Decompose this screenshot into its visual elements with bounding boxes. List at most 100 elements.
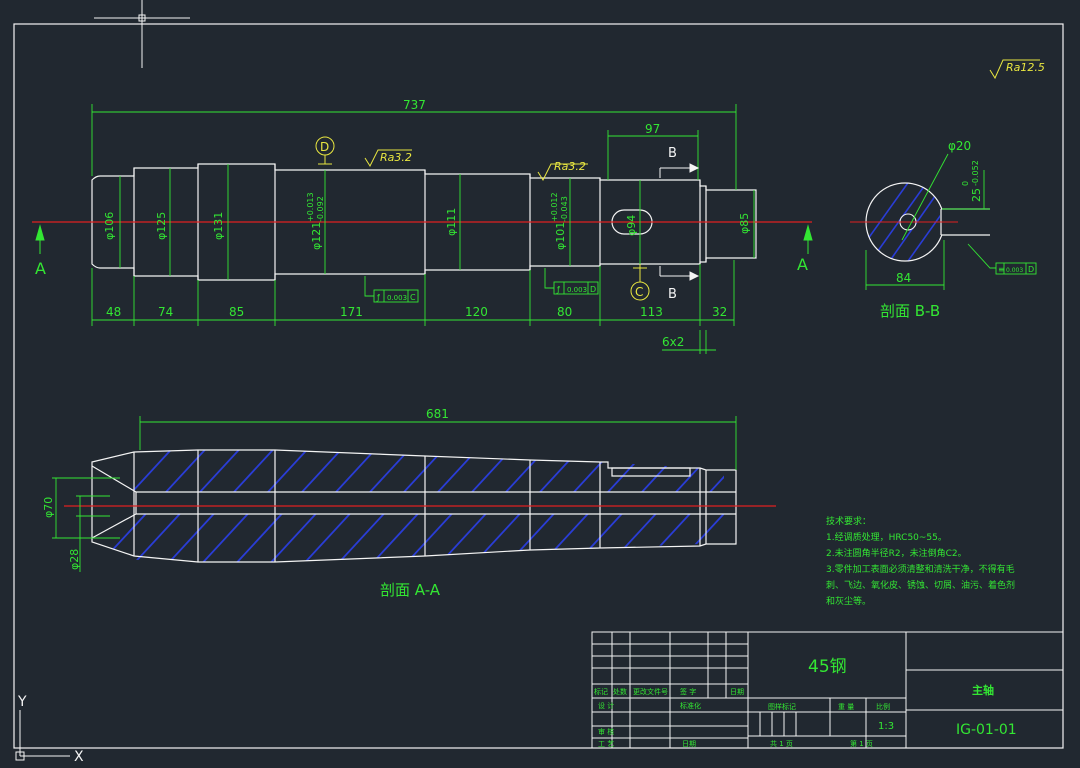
tb-change-doc: 更改文件号 xyxy=(633,687,668,696)
main-dimension-lines xyxy=(91,104,755,354)
dia-125: φ125 xyxy=(155,212,168,240)
ucs-x-label: X xyxy=(74,749,84,765)
tol-121-lower: -0.092 xyxy=(316,196,325,222)
section-bb-view: φ20 84 25 0 -0.052 ≡ 0.003 D 剖面 B-B xyxy=(850,139,1037,320)
roughness-left-label: Ra3.2 xyxy=(380,151,412,164)
tol1-value: 0.003 xyxy=(387,294,407,302)
hatch-line xyxy=(263,450,385,562)
ucs-y-label: Y xyxy=(17,694,27,710)
title-block-text: 标记 处数 更改文件号 签 字 日期 设 计 标准化 审 核 工 艺 日期 图样… xyxy=(594,657,1017,748)
tb-part-name: 主轴 xyxy=(972,683,994,697)
dim-seg-113: 113 xyxy=(640,305,663,319)
dia-94: φ94 xyxy=(625,215,638,236)
dim-seg-48: 48 xyxy=(106,305,121,319)
datum-d-symbol xyxy=(315,136,335,165)
dim-seg-80: 80 xyxy=(557,305,572,319)
hatch-line xyxy=(705,450,724,562)
tb-sign: 签 字 xyxy=(680,687,696,696)
general-roughness-symbol: Ra12.5 xyxy=(989,59,1045,80)
hatch-line xyxy=(671,450,724,562)
dia-121: φ121 xyxy=(310,222,323,250)
section-aa-view: 681 φ70 φ28 剖面 A-A xyxy=(42,407,776,599)
tol3-symbol: ≡ xyxy=(998,265,1005,274)
hatch-line xyxy=(569,450,691,562)
bb-depth-25: 25 xyxy=(970,188,983,202)
tb-count: 处数 xyxy=(613,687,627,696)
bb-depth-tol-lower: -0.052 xyxy=(971,160,980,186)
hatch-line xyxy=(229,450,351,562)
notes-line-5: 和灰尘等。 xyxy=(826,595,871,607)
tol2-symbol: ƒ xyxy=(556,285,560,294)
main-dimension-text: 737 97 48 74 85 171 120 80 113 32 6x2 xyxy=(106,98,727,349)
section-a-left-arrow xyxy=(35,224,45,254)
section-a-right-label: A xyxy=(797,255,808,274)
tb-sheet: 第 1 页 xyxy=(850,739,873,748)
tol3-datum: D xyxy=(1028,265,1034,274)
dia-111: φ111 xyxy=(445,208,458,236)
tol2-datum: D xyxy=(590,285,596,294)
section-b-top-marker xyxy=(659,163,700,178)
drawing-border xyxy=(13,23,1064,749)
tb-sheets: 共 1 页 xyxy=(770,739,793,748)
aa-length-681: 681 xyxy=(426,407,449,421)
tb-stage-mark: 图样标记 xyxy=(768,702,796,711)
dim-seg-120: 120 xyxy=(465,305,488,319)
hatch-line xyxy=(637,450,724,562)
section-aa-title: 剖面 A-A xyxy=(380,581,441,599)
tb-date2: 日期 xyxy=(682,740,696,748)
tol-101-lower: -0.043 xyxy=(560,196,569,222)
tb-standard: 标准化 xyxy=(680,701,701,710)
dim-overall-737: 737 xyxy=(403,98,426,112)
notes-line-2: 2.未注圆角半径R2，未注倒角C2。 xyxy=(826,547,967,559)
general-roughness-label: Ra12.5 xyxy=(1006,61,1045,74)
tb-design: 设 计 xyxy=(598,701,614,710)
roughness-left-symbol: Ra3.2 xyxy=(364,149,412,168)
hatch-line xyxy=(535,450,657,562)
dim-seg-74: 74 xyxy=(158,305,173,319)
bb-width-84: 84 xyxy=(896,271,911,285)
dia-106: φ106 xyxy=(103,212,116,240)
hatch-line xyxy=(365,450,487,562)
crosshair-cursor xyxy=(94,0,190,68)
datum-d-label: D xyxy=(320,140,329,154)
section-a-left-label: A xyxy=(35,259,46,278)
dim-seg-32: 32 xyxy=(712,305,727,319)
notes-line-3: 3.零件加工表面必须清整和清洗干净，不得有毛 xyxy=(826,563,1015,575)
notes-line-1: 1.经调质处理，HRC50~55。 xyxy=(826,531,947,543)
dim-seg-171: 171 xyxy=(340,305,363,319)
tb-scale-value: 1:3 xyxy=(878,721,894,732)
section-b-bottom-label: B xyxy=(668,287,677,302)
tb-mark: 标记 xyxy=(594,687,608,696)
tb-process: 工 艺 xyxy=(598,740,614,748)
technical-notes: 技术要求： 1.经调质处理，HRC50~55。 2.未注圆角半径R2，未注倒角C… xyxy=(826,515,1015,607)
tb-scale-label: 比例 xyxy=(876,702,890,711)
tol-121-upper: +0.013 xyxy=(306,192,315,222)
dim-seg-85: 85 xyxy=(229,305,244,319)
hatch-line xyxy=(297,450,419,562)
section-a-right-arrow xyxy=(803,224,813,254)
bb-depth-tol-upper: 0 xyxy=(961,181,970,186)
dim-keyway-97: 97 xyxy=(645,122,660,136)
hatch-line xyxy=(127,450,249,562)
tol-101-upper: +0.012 xyxy=(550,192,559,222)
section-b-top-label: B xyxy=(668,146,677,161)
bb-diameter-20: φ20 xyxy=(948,139,971,153)
tb-drawing-no: IG-01-01 xyxy=(956,722,1017,738)
aa-diameter-28: φ28 xyxy=(68,549,81,570)
notes-title: 技术要求： xyxy=(826,515,871,527)
datum-c-label: C xyxy=(635,285,643,299)
dim-groove-6x2: 6x2 xyxy=(662,335,684,349)
hatch-line xyxy=(161,450,283,562)
hatch-line xyxy=(93,450,215,562)
section-bb-title: 剖面 B-B xyxy=(880,302,940,320)
tol3-value: 0.003 xyxy=(1006,267,1023,274)
tb-material: 45钢 xyxy=(808,657,847,677)
tol1-datum: C xyxy=(410,293,416,302)
main-diameter-labels: φ106 φ125 φ131 φ121 φ111 φ101 φ94 φ85 +0… xyxy=(103,192,751,250)
title-block xyxy=(591,631,1064,749)
dia-85: φ85 xyxy=(738,213,751,234)
tol1-symbol: ƒ xyxy=(376,293,380,302)
section-b-bottom-marker xyxy=(659,266,700,281)
notes-line-4: 刺、飞边、氧化皮、锈蚀、切屑、油污、着色剂 xyxy=(826,579,1015,591)
